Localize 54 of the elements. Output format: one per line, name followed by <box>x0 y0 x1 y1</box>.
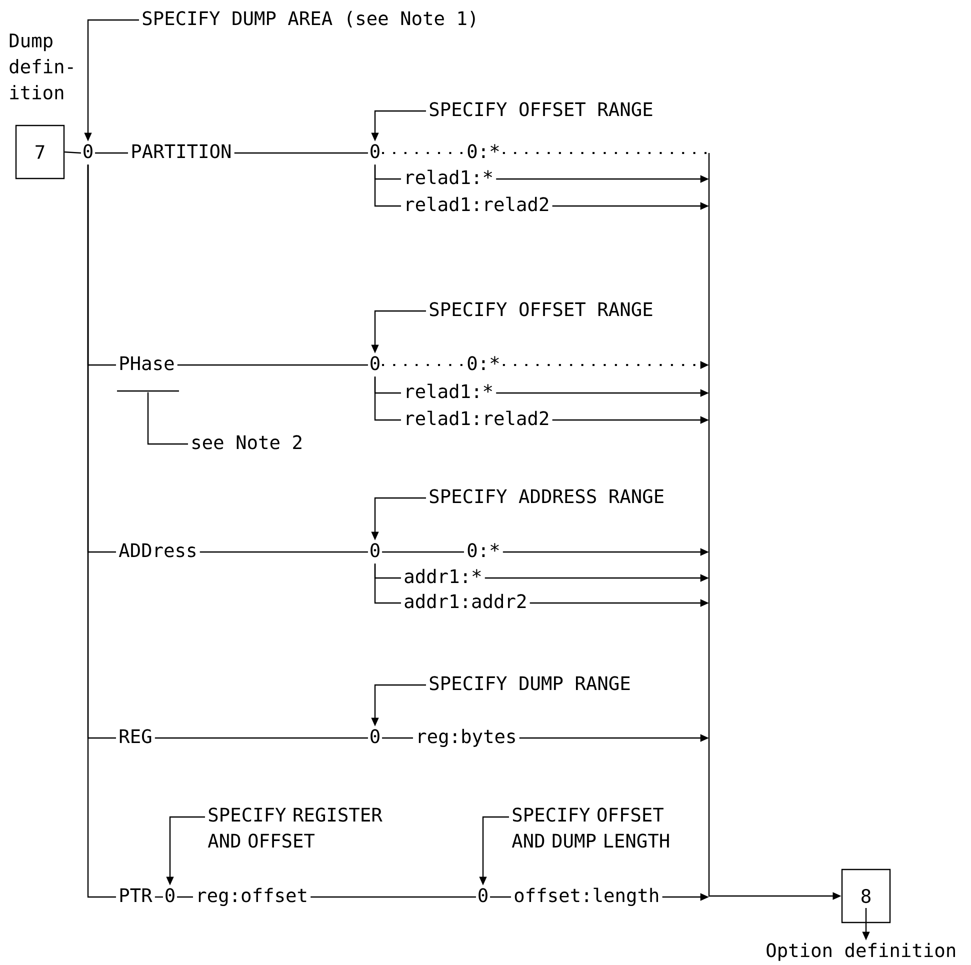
keyword-text: PARTITION <box>132 144 230 158</box>
caption-text: Option definition <box>766 942 955 961</box>
connector-line <box>95 152 128 154</box>
callout-text: SPECIFY OFFSET AND DUMP LENGTH <box>512 808 669 848</box>
connector-line <box>374 564 401 604</box>
parameter-text: offset:length <box>514 888 658 906</box>
connector-line <box>87 164 116 898</box>
step-box: 7 <box>15 124 65 180</box>
parameter-text: reg:bytes <box>418 728 515 748</box>
keyword-text: PTR <box>120 888 152 902</box>
note-text: see Note 2 <box>192 435 302 450</box>
connector-line <box>382 737 413 739</box>
connector-line <box>177 364 368 366</box>
callout-text: SPECIFY OFFSET RANGE <box>430 302 652 316</box>
callout-text: SPECIFY DUMP AREA (see Note 1) <box>142 10 475 28</box>
box-caption: Dump defin- ition <box>10 34 73 100</box>
junction-mark: 0 <box>370 543 380 558</box>
step-box: 8 <box>841 868 891 924</box>
connector-line <box>154 737 368 739</box>
parameter-text: reg:offset <box>198 888 306 906</box>
parameter-text: 0:* <box>468 144 499 158</box>
connector-line <box>374 164 401 207</box>
parameter-text: addr1:addr2 <box>404 594 526 608</box>
junction-mark: 0 <box>478 888 488 902</box>
callout-text: SPECIFY OFFSET RANGE <box>430 102 652 116</box>
keyword-text: REG <box>120 729 152 744</box>
leader-line <box>147 392 188 445</box>
parameter-text: relad1:relad2 <box>406 196 548 212</box>
junction-mark: 0 <box>370 144 380 158</box>
callout-text: SPECIFY REGISTER AND OFFSET <box>208 808 382 848</box>
junction-mark: 0 <box>370 729 380 744</box>
junction-mark: 0 <box>166 888 174 902</box>
callout-text: SPECIFY DUMP RANGE <box>430 676 630 690</box>
connector-line <box>490 896 511 898</box>
parameter-text: relad1:* <box>406 384 492 398</box>
parameter-text: 0:* <box>468 356 499 370</box>
parameter-text: 0:* <box>468 543 499 558</box>
underline-bar <box>117 390 179 392</box>
connector-line <box>234 152 368 154</box>
connector-line <box>200 551 368 553</box>
connector-line <box>177 896 193 898</box>
callout-text: SPECIFY ADDRESS RANGE <box>430 489 664 504</box>
connector-line <box>154 896 163 898</box>
parameter-text: relad1:* <box>406 170 492 184</box>
parameter-text: relad1:relad2 <box>406 410 548 426</box>
parameter-text: addr1:* <box>404 568 481 584</box>
junction-mark: 0 <box>370 356 380 370</box>
junction-mark: 0 <box>84 144 92 158</box>
keyword-text: PHase <box>120 356 174 370</box>
connector-line <box>64 151 82 154</box>
connector-line <box>374 376 401 421</box>
keyword-text: ADDress <box>118 543 196 558</box>
connector-line <box>310 896 476 898</box>
connector-line <box>382 551 464 553</box>
